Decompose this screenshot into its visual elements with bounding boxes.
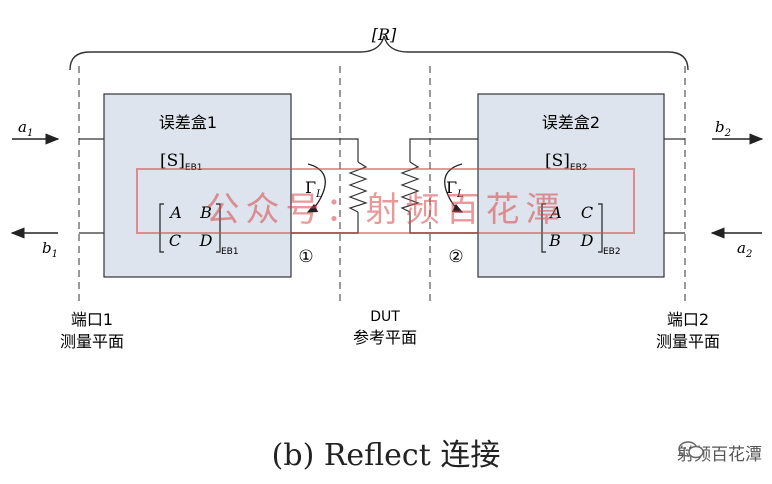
dut-plane-label-line1: DUT bbox=[370, 309, 400, 325]
gamma-right-label: ΓL bbox=[446, 178, 464, 200]
error-box-2-matrix-bracket-right bbox=[598, 203, 603, 253]
b1-label: b1 bbox=[42, 239, 58, 260]
error-box-1-matrix-bracket-left bbox=[159, 203, 164, 253]
r-brace bbox=[69, 35, 689, 71]
marker-2: ② bbox=[448, 247, 463, 267]
wechat-badge: 射频百花潭 bbox=[677, 440, 762, 465]
error-box-2-matrix-a: A bbox=[548, 203, 562, 222]
error-box-2-matrix-c: B bbox=[548, 231, 561, 250]
error-box-1-matrix-c: C bbox=[169, 231, 181, 250]
error-box-1-title: 误差盒1 bbox=[159, 113, 217, 132]
port1-plane-label-line1: 端口1 bbox=[71, 310, 113, 329]
right-reflect-top-wire bbox=[409, 138, 478, 162]
error-box-2-title: 误差盒2 bbox=[542, 113, 600, 132]
marker-1: ① bbox=[298, 247, 313, 267]
a1-label: a1 bbox=[18, 118, 33, 139]
wechat-icon bbox=[678, 441, 704, 459]
error-box-1-matrix-b: B bbox=[199, 203, 212, 222]
watermark-stamp: 公众号：射频百花潭 bbox=[136, 168, 635, 234]
error-box-2-matrix-b: C bbox=[581, 203, 593, 222]
b2-label: b2 bbox=[715, 118, 731, 139]
port1-plane-label-line2: 测量平面 bbox=[60, 332, 124, 351]
watermark-text: 公众号：射频百花潭 bbox=[205, 190, 566, 230]
gamma-left-label: ΓL bbox=[305, 178, 323, 200]
error-box-1 bbox=[103, 93, 292, 278]
right-reflect-resistor bbox=[400, 161, 420, 213]
dut-plane-label-line2: 参考平面 bbox=[353, 328, 417, 347]
port2-plane-label-line2: 测量平面 bbox=[656, 332, 720, 351]
error-box-1-matrix-d: D bbox=[199, 231, 213, 250]
error-box-2-matrix-bracket-left bbox=[541, 203, 546, 253]
error-box-2-matrix-sub: EB2 bbox=[603, 247, 621, 257]
error-box-2-matrix-d: D bbox=[580, 231, 594, 250]
left-reflect-top-wire bbox=[291, 138, 359, 162]
left-reflect-resistor bbox=[348, 161, 368, 213]
error-box-1-matrix-a: A bbox=[168, 203, 182, 222]
r-label: [R] bbox=[372, 25, 397, 44]
port2-plane-label-line1: 端口2 bbox=[667, 310, 709, 329]
a2-label: a2 bbox=[737, 239, 752, 260]
figure-caption: (b) Reflect 连接 bbox=[271, 438, 501, 473]
error-box-1-matrix-sub: EB1 bbox=[221, 247, 239, 257]
error-box-1-matrix-bracket-right bbox=[216, 203, 221, 253]
